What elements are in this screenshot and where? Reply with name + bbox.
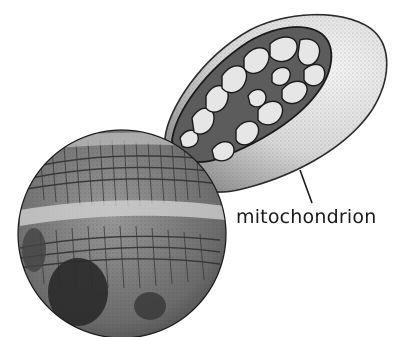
label-leader-line [300,170,312,203]
mitochondrion-label: mitochondrion [236,206,376,228]
micrograph-texture [18,130,226,337]
micrograph-inset [18,130,226,337]
